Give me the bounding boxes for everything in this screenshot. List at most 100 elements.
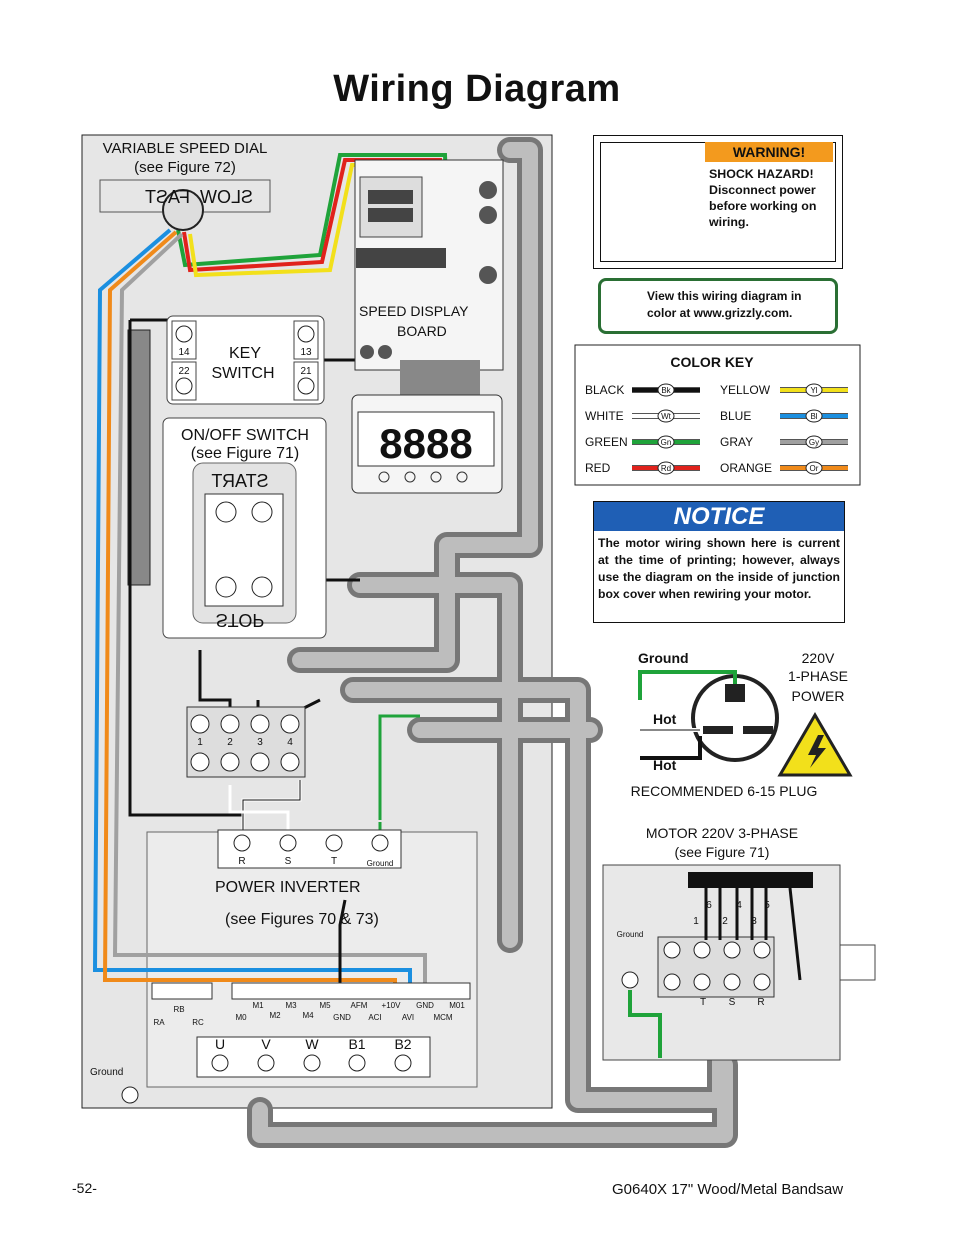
- relay-rb: RB: [173, 1005, 184, 1014]
- speed-dial: FAST SLOW: [99, 179, 271, 231]
- color-key-tag-bubble: [805, 435, 823, 449]
- speed-display-board: [354, 159, 504, 400]
- page-title: Wiring Diagram: [333, 68, 621, 110]
- speed-display-label-2: BOARD: [397, 323, 447, 339]
- key-terminal-14: 14: [178, 347, 190, 358]
- speed-dial-label: VARIABLE SPEED DIAL: [103, 140, 268, 157]
- color-key-tag-bk: Bk: [661, 386, 671, 395]
- out-v: V: [261, 1036, 271, 1052]
- color-key-blue: BLUE: [720, 409, 751, 423]
- motor-t3: 3: [751, 916, 757, 927]
- color-key-tag-bubble: [805, 383, 823, 397]
- color-key-tag-bubble: [805, 461, 823, 475]
- page-number: -52-: [72, 1180, 97, 1196]
- warning-text: SHOCK HAZARD! Disconnect power before wo…: [709, 167, 817, 229]
- onoff-switch: START STOP: [162, 417, 327, 639]
- motor-t1: 1: [693, 916, 699, 927]
- panel-ground-label: Ground: [90, 1067, 123, 1078]
- block-term-3: 3: [257, 737, 263, 748]
- relay-rc: RC: [192, 1018, 204, 1027]
- color-key-tag-bubble: [657, 409, 675, 423]
- ctrl-m4: M4: [302, 1011, 314, 1020]
- motor-t6: 6: [706, 900, 712, 911]
- out-w: W: [305, 1036, 319, 1052]
- out-b1: B1: [348, 1036, 365, 1052]
- ctrl-m0: M0: [235, 1013, 247, 1022]
- onoff-label-2: (see Figure 71): [191, 445, 300, 462]
- ctrl-afm: AFM: [351, 1001, 368, 1010]
- start-label: START: [211, 471, 268, 491]
- out-u: U: [215, 1036, 225, 1052]
- ctrl-avi: AVI: [402, 1013, 414, 1022]
- display-digits: 8888: [379, 420, 472, 467]
- plug-ground-label: Ground: [638, 650, 689, 666]
- key-switch: 14 13 22 21: [166, 315, 325, 405]
- inverter-input-terminals: R S T Ground: [217, 829, 402, 869]
- motor-term-t: T: [700, 997, 706, 1008]
- color-key-tag-yl: Yl: [810, 386, 817, 395]
- ctrl-m5: M5: [319, 1001, 331, 1010]
- color-key-yellow: YELLOW: [720, 383, 771, 397]
- color-key-green: GREEN: [585, 435, 628, 449]
- color-key-tag-bubble: [657, 435, 675, 449]
- color-key-black: BLACK: [585, 383, 624, 397]
- plug-power: POWER: [792, 688, 845, 704]
- notice-header: NOTICE: [594, 502, 844, 531]
- motor-label-2: (see Figure 71): [675, 844, 770, 860]
- color-key-tag-wt: Wt: [661, 412, 672, 421]
- plug-hot-label-1: Hot: [653, 711, 677, 727]
- ctrl-gnd: GND: [416, 1001, 434, 1010]
- ctrl-mcm: MCM: [433, 1013, 452, 1022]
- ctrl-m2: M2: [269, 1011, 281, 1020]
- motor-t4: 4: [736, 900, 742, 911]
- block-term-1: 1: [197, 737, 203, 748]
- notice-text: The motor wiring shown here is current a…: [598, 536, 840, 601]
- inverter-see-label: (see Figures 70 & 73): [225, 911, 379, 928]
- motor-term-r: R: [757, 997, 764, 1008]
- motor-ground-label: Ground: [617, 930, 644, 939]
- inverter-term-ground: Ground: [367, 859, 394, 868]
- color-key-tag-or: Or: [810, 464, 819, 473]
- plug-voltage: 220V: [802, 650, 835, 666]
- plug-hot-label-2: Hot: [653, 757, 677, 773]
- color-key-tag-bubble: [657, 383, 675, 397]
- inverter-term-t: T: [331, 856, 337, 867]
- inverter-control-terminals: M1 M3 M5 AFM +10V GND M01 M0 M2 M4 GND A…: [151, 982, 471, 1027]
- plug-phase: 1-PHASE: [788, 668, 848, 684]
- fast-label: FAST: [145, 187, 190, 207]
- motor-t5: 5: [764, 900, 770, 911]
- plug-name: RECOMMENDED 6-15 PLUG: [631, 783, 818, 799]
- power-inverter-label: POWER INVERTER: [215, 879, 361, 896]
- terminal-block: 1 2 3 4: [186, 706, 306, 778]
- motor-junction-box: Ground 6 4 5 1 2 3 T S R: [602, 864, 876, 1061]
- block-term-4: 4: [287, 737, 293, 748]
- color-key-tag-bubble: [805, 409, 823, 423]
- ctrl-m3: M3: [285, 1001, 297, 1010]
- color-key-title: COLOR KEY: [670, 354, 754, 370]
- motor-t2: 2: [722, 916, 728, 927]
- motor-label-1: MOTOR 220V 3-PHASE: [646, 825, 798, 841]
- ctrl-10v: +10V: [382, 1001, 402, 1010]
- wire-bundle-left: [127, 329, 151, 586]
- motor-term-s: S: [729, 997, 736, 1008]
- key-terminal-13: 13: [300, 347, 312, 358]
- color-key-tag-gy: Gy: [809, 438, 819, 447]
- color-key-tag-bl: Bl: [810, 412, 817, 421]
- color-key-gray: GRAY: [720, 435, 753, 449]
- onoff-label-1: ON/OFF SWITCH: [181, 427, 309, 444]
- color-key-orange: ORANGE: [720, 461, 772, 475]
- out-b2: B2: [394, 1036, 411, 1052]
- color-key-red: RED: [585, 461, 611, 475]
- inverter-term-r: R: [238, 856, 245, 867]
- stop-label: STOP: [216, 610, 265, 630]
- ctrl-m01: M01: [449, 1001, 465, 1010]
- block-term-2: 2: [227, 737, 233, 748]
- inverter-output-terminals: U V W B1 B2: [196, 1036, 431, 1078]
- ctrl-gnd2: GND: [333, 1013, 351, 1022]
- online-notice: View this wiring diagram in color at www…: [598, 278, 838, 334]
- relay-ra: RA: [153, 1018, 165, 1027]
- ctrl-m1: M1: [252, 1001, 264, 1010]
- plug-6-15: [638, 670, 853, 777]
- color-key-tag-bubble: [657, 461, 675, 475]
